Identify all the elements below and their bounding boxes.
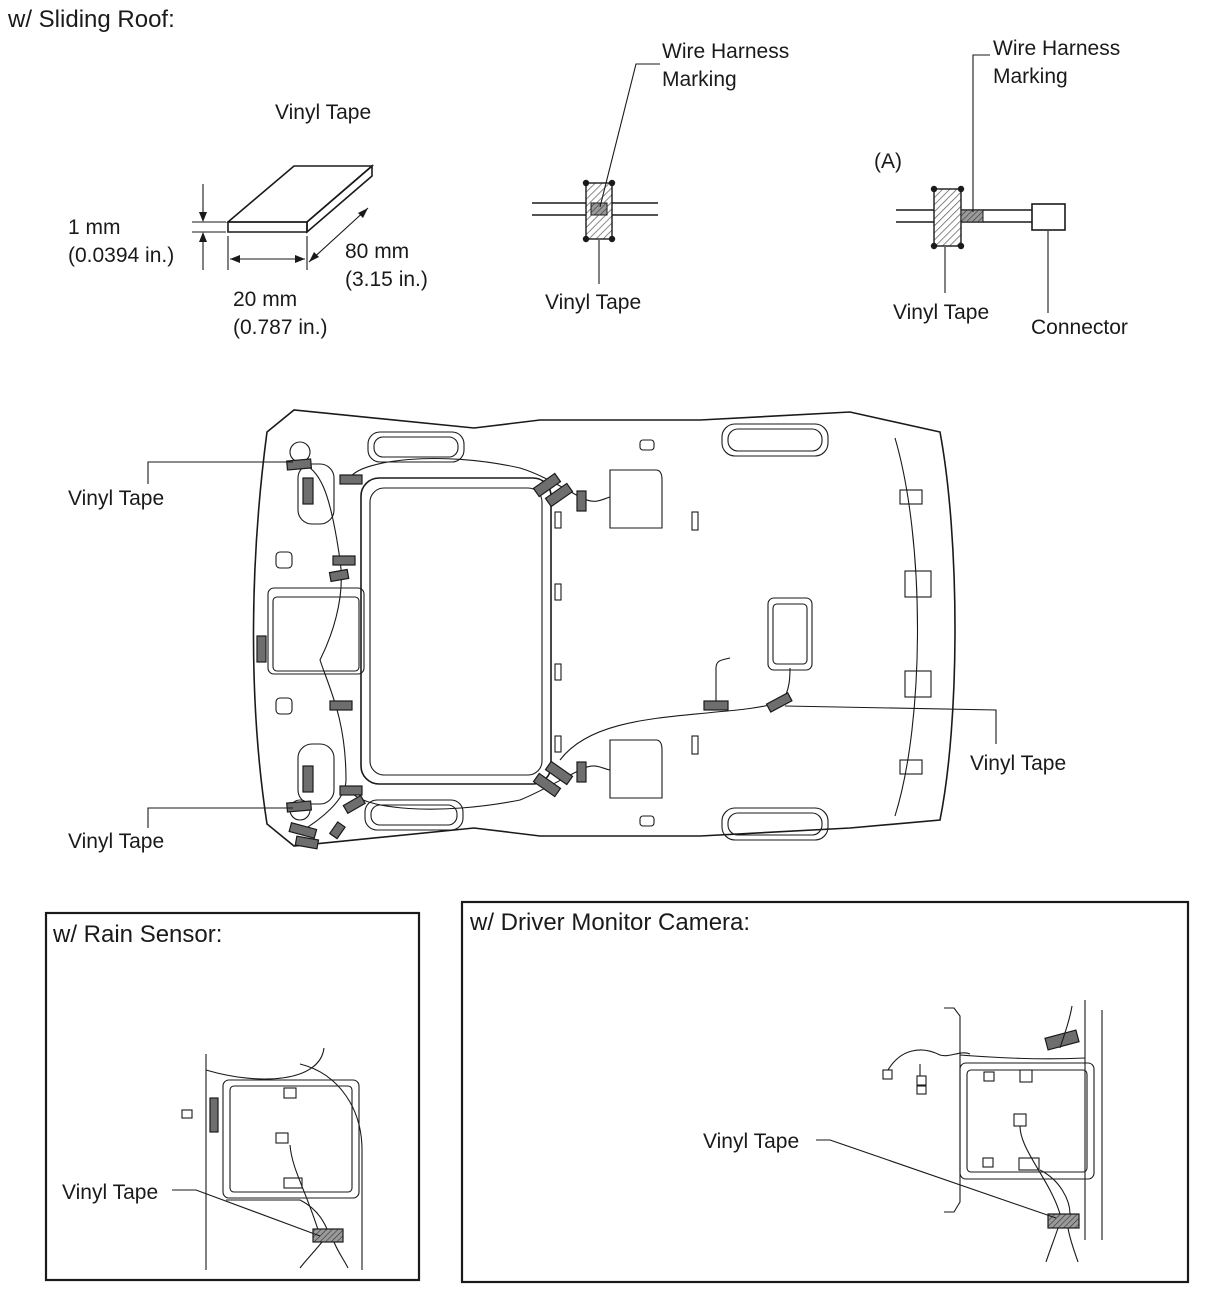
connector-marking <box>960 209 984 223</box>
connector-label: Connector <box>1031 316 1128 339</box>
thickness-mm: 1 mm <box>68 216 121 239</box>
sunroof-opening <box>360 477 552 785</box>
connector-marking-line2: Marking <box>993 65 1068 88</box>
tape-side-face <box>306 164 373 234</box>
front-console <box>272 596 360 672</box>
driver-monitor-console <box>966 1069 1088 1173</box>
tape-detail-label: Vinyl Tape <box>275 101 371 124</box>
headliner-view: Vinyl Tape Vinyl Tape Vinyl Tape <box>68 409 1066 853</box>
rain-sensor-side-tape <box>209 1097 219 1133</box>
rain-sensor-tape <box>312 1228 344 1243</box>
rain-sensor-callout: Vinyl Tape <box>62 1181 158 1204</box>
marking-label-line2: Marking <box>662 68 737 91</box>
connector-detail: Wire Harness Marking (A) Vinyl Tape Conn… <box>874 37 1128 339</box>
rain-sensor-console <box>229 1085 353 1193</box>
driver-monitor-inset: w/ Driver Monitor Camera: Vinyl Tape <box>460 900 1190 1284</box>
length-mm: 80 mm <box>345 240 409 263</box>
callout-upper-left: Vinyl Tape <box>68 487 164 510</box>
width-mm: 20 mm <box>233 288 297 311</box>
connector-tape <box>933 188 962 247</box>
headliner-tapes <box>256 458 793 850</box>
thickness-in: (0.0394 in.) <box>68 244 174 267</box>
connector-ref: (A) <box>874 150 902 173</box>
driver-monitor-frame <box>460 900 1190 1284</box>
driver-monitor-title: w/ Driver Monitor Camera: <box>469 909 750 936</box>
rain-sensor-inset: w/ Rain Sensor: Vinyl Tape <box>44 911 421 1282</box>
width-in: (0.787 in.) <box>233 316 328 339</box>
connector-shape <box>1031 203 1066 231</box>
diagram-title: w/ Sliding Roof: <box>7 6 175 33</box>
rain-sensor-frame <box>44 911 421 1282</box>
marking-label-line1: Wire Harness <box>662 40 789 63</box>
callout-right: Vinyl Tape <box>970 752 1066 775</box>
length-in: (3.15 in.) <box>345 268 428 291</box>
callout-lower-left: Vinyl Tape <box>68 830 164 853</box>
marking-detail: Wire Harness Marking Vinyl Tape <box>532 40 789 314</box>
headliner-outline <box>252 409 956 847</box>
driver-monitor-callout: Vinyl Tape <box>703 1130 799 1153</box>
tape-front-face <box>227 221 308 233</box>
driver-monitor-tape <box>1047 1213 1080 1229</box>
tape-dimension-detail: Vinyl Tape 1 mm (0.0394 in.) 20 mm (0.78… <box>68 101 428 339</box>
marking-tape-label: Vinyl Tape <box>545 291 641 314</box>
connector-tape-label: Vinyl Tape <box>893 301 989 324</box>
rain-sensor-title: w/ Rain Sensor: <box>52 921 222 948</box>
connector-marking-line1: Wire Harness <box>993 37 1120 60</box>
driver-monitor-top-tape <box>1044 1029 1080 1051</box>
